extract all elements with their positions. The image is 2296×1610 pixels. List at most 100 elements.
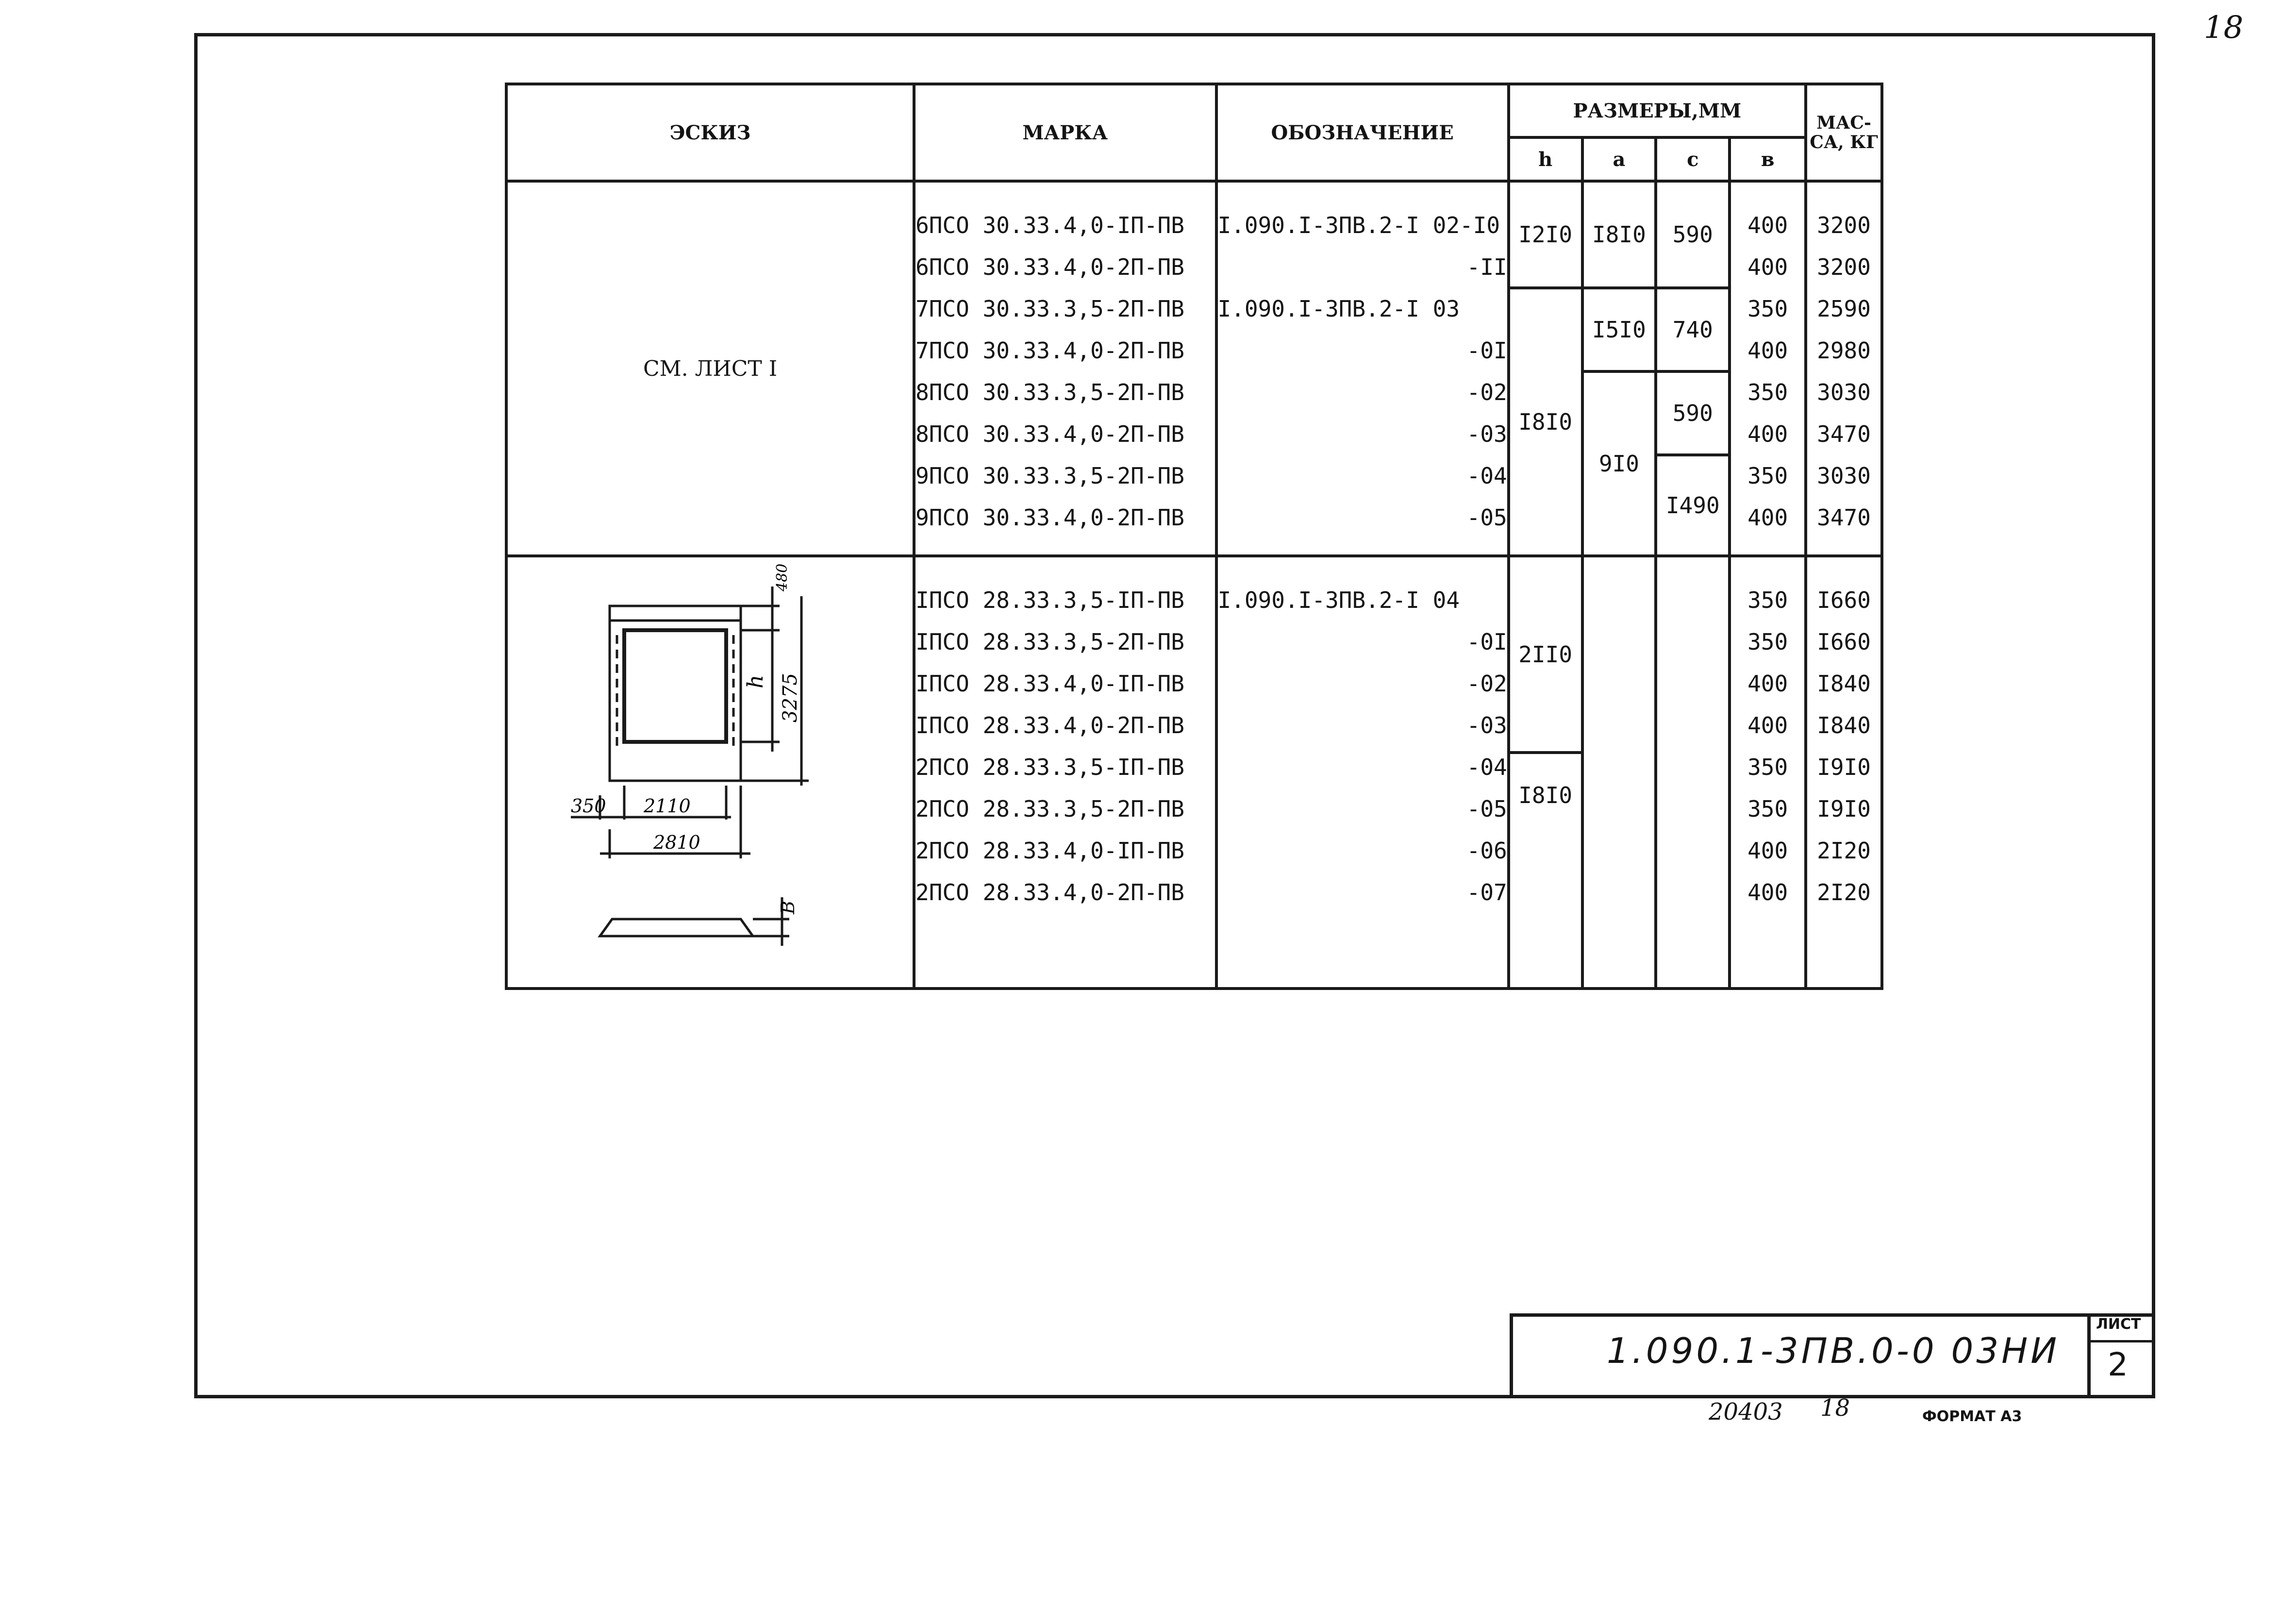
header-mass: МАС-СА, КГ [1804, 83, 1883, 183]
title-block [1510, 1313, 2155, 1396]
panel-sketch: 480 h 3275 350 2110 2810 В [571, 564, 809, 946]
mass-value: I840 [1817, 671, 1871, 697]
mass-value: 3470 [1817, 504, 1871, 531]
mass-value: 3200 [1817, 212, 1871, 238]
c-value: 590 [1657, 183, 1729, 289]
header-dimensions: РАЗМЕРЫ,ММ [1507, 83, 1808, 139]
designation-cell: I.090.I-3ПВ.2-I 04 [1217, 587, 1460, 613]
b-value: 400 [1747, 504, 1788, 531]
group2-designations: I.090.I-3ПВ.2-I 04 -0I -02 -03 -04 -05 -… [1215, 554, 1510, 990]
dim-h: h [743, 675, 768, 688]
designation-cell: -07 [1466, 879, 1507, 906]
group2-marks: IПСО 28.33.3,5-IП-ПВ IПСО 28.33.3,5-2П-П… [913, 554, 1218, 990]
b-value: 350 [1747, 754, 1788, 780]
b-value: 400 [1747, 879, 1788, 906]
b-value: 350 [1747, 587, 1788, 613]
mark-cell: 2ПСО 28.33.3,5-IП-ПВ [915, 754, 1184, 780]
c-value: I490 [1665, 492, 1720, 519]
b-value: 400 [1747, 337, 1788, 364]
sheet-label: ЛИСТ [2096, 1316, 2141, 1333]
sketch-ref-text: СМ. ЛИСТ I [643, 356, 778, 381]
mass-value: 3030 [1817, 463, 1871, 489]
group2-a-col [1581, 554, 1658, 990]
group2-h-col: 2II0 I8I0 [1507, 554, 1584, 990]
group1-marks: 6ПСО 30.33.4,0-IП-ПВ 6ПСО 30.33.4,0-2П-П… [913, 180, 1218, 557]
designation-cell: -02 [1466, 671, 1507, 697]
a-value: 9I0 [1598, 451, 1639, 477]
mark-cell: 9ПСО 30.33.4,0-2П-ПВ [915, 504, 1184, 531]
designation-cell: -03 [1466, 421, 1507, 447]
mark-cell: IПСО 28.33.3,5-IП-ПВ [915, 587, 1184, 613]
mass-value: 3200 [1817, 254, 1871, 280]
mass-value: 2I20 [1817, 879, 1871, 906]
mass-value: 2I20 [1817, 838, 1871, 864]
designation-cell: -II [1466, 254, 1507, 280]
mass-value: I840 [1817, 712, 1871, 738]
h-value: I8I0 [1518, 782, 1573, 808]
dim-2110: 2110 [643, 795, 691, 817]
designation-cell: -03 [1466, 712, 1507, 738]
mark-cell: 9ПСО 30.33.3,5-2П-ПВ [915, 463, 1184, 489]
group1-b-col: 400 400 350 400 350 400 350 400 [1728, 180, 1808, 557]
mark-cell: 8ПСО 30.33.4,0-2П-ПВ [915, 421, 1184, 447]
mark-cell: 2ПСО 28.33.4,0-IП-ПВ [915, 838, 1184, 864]
designation-cell: -04 [1466, 463, 1507, 489]
header-h: h [1507, 136, 1584, 183]
panel-outline [608, 604, 742, 782]
designation-cell: -0I [1466, 629, 1507, 655]
b-value: 350 [1747, 379, 1788, 405]
group1-h-col: I2I0 I8I0 [1507, 180, 1584, 557]
designation-cell: -0I [1466, 337, 1507, 364]
designation-cell: I.090.I-3ПВ.2-I 02-I0 [1217, 212, 1500, 238]
designation-cell: -05 [1466, 796, 1507, 822]
dim-2810: 2810 [653, 832, 700, 853]
group1-a-col: I8I0 I5I0 9I0 [1581, 180, 1658, 557]
sheet-box [2087, 1313, 2155, 1396]
group2-c-col [1654, 554, 1731, 990]
c-value: 590 [1657, 373, 1729, 456]
mass-value: I660 [1817, 629, 1871, 655]
dim-3275: 3275 [779, 673, 801, 722]
designation-cell: -06 [1466, 838, 1507, 864]
sketch-ref-cell: СМ. ЛИСТ I [504, 180, 916, 557]
sketch-drawing-cell: 480 h 3275 350 2110 2810 В [504, 554, 916, 990]
mass-value: I9I0 [1817, 796, 1871, 822]
b-value: 350 [1747, 296, 1788, 322]
mark-cell: 2ПСО 28.33.3,5-2П-ПВ [915, 796, 1184, 822]
corner-sheet-number: 18 [2204, 10, 2244, 46]
header-sketch: ЭСКИЗ [504, 83, 916, 183]
a-value: I5I0 [1583, 289, 1655, 373]
group1-designations: I.090.I-3ПВ.2-I 02-I0 -II I.090.I-3ПВ.2-… [1215, 180, 1510, 557]
b-value: 400 [1747, 712, 1788, 738]
header-c: c [1654, 136, 1731, 183]
h-value: I8I0 [1518, 409, 1573, 435]
header-designation: ОБОЗНАЧЕНИЕ [1215, 83, 1510, 183]
document-code: 1.090.1-3ПВ.0-0 03НИ [1607, 1330, 2060, 1371]
sheet-number: 2 [2108, 1346, 2128, 1383]
dim-350: 350 [571, 795, 606, 817]
header-a: a [1581, 136, 1658, 183]
dim-b: В [777, 901, 799, 915]
group1-c-col: 590 740 590 I490 [1654, 180, 1731, 557]
b-value: 350 [1747, 629, 1788, 655]
c-value: 740 [1657, 289, 1729, 373]
b-value: 400 [1747, 838, 1788, 864]
mark-cell: 6ПСО 30.33.4,0-IП-ПВ [915, 212, 1184, 238]
panel-opening [622, 628, 728, 744]
drawing-frame [194, 33, 2155, 1398]
mark-cell: 7ПСО 30.33.4,0-2П-ПВ [915, 337, 1184, 364]
designation-cell: -05 [1466, 504, 1507, 531]
h-value: I2I0 [1510, 183, 1581, 289]
mass-value: I660 [1817, 587, 1871, 613]
a-value: I8I0 [1583, 183, 1655, 289]
mark-cell: IПСО 28.33.3,5-2П-ПВ [915, 629, 1184, 655]
mark-cell: IПСО 28.33.4,0-IП-ПВ [915, 671, 1184, 697]
designation-cell: -04 [1466, 754, 1507, 780]
group2-b-col: 350 350 400 400 350 350 400 400 [1728, 554, 1808, 990]
h-value: 2II0 [1510, 557, 1581, 754]
mass-value: 3470 [1817, 421, 1871, 447]
designation-cell: -02 [1466, 379, 1507, 405]
mark-cell: 2ПСО 28.33.4,0-2П-ПВ [915, 879, 1184, 906]
b-value: 400 [1747, 212, 1788, 238]
group1-mass-col: 3200 3200 2590 2980 3030 3470 3030 3470 [1804, 180, 1883, 557]
